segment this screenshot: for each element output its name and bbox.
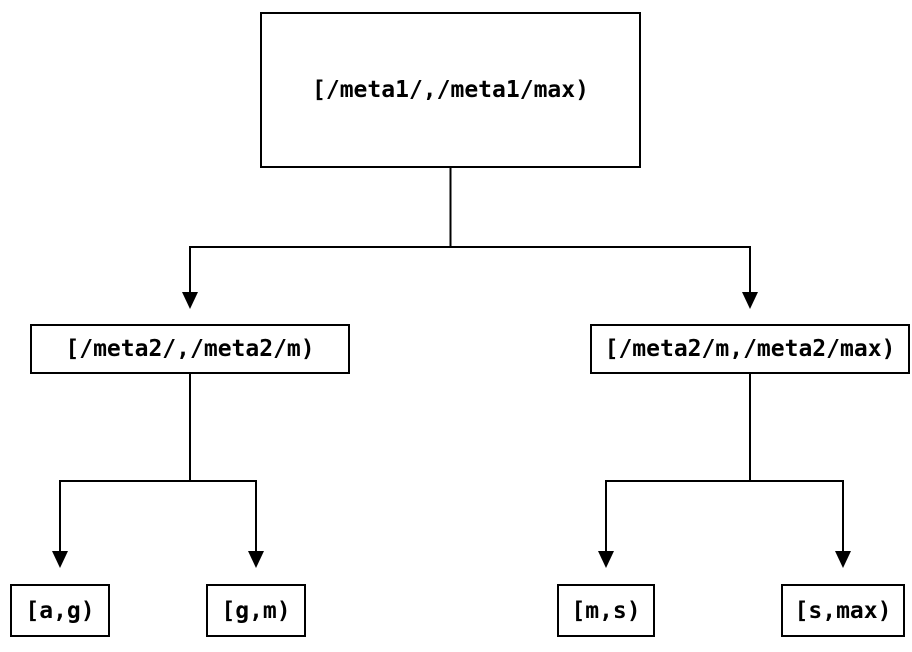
arrow-down-icon (835, 551, 851, 568)
tree-node-leaf-ms: [m,s) (557, 584, 655, 637)
tree-node-meta2-low: [/meta2/,/meta2/m) (30, 324, 350, 374)
arrow-down-icon (598, 551, 614, 568)
arrow-down-icon (248, 551, 264, 568)
node-label-meta2-high: [/meta2/m,/meta2/max) (604, 336, 896, 362)
tree-node-leaf-gm: [g,m) (206, 584, 306, 637)
node-label-leaf-smax: [s,max) (794, 597, 892, 624)
arrow-down-icon (52, 551, 68, 568)
tree-node-leaf-smax: [s,max) (781, 584, 905, 637)
tree-node-root: [/meta1/,/meta1/max) (260, 12, 641, 168)
node-label-root: [/meta1/,/meta1/max) (312, 77, 589, 103)
node-label-leaf-ms: [m,s) (571, 597, 641, 624)
tree-node-meta2-high: [/meta2/m,/meta2/max) (590, 324, 910, 374)
node-label-leaf-gm: [g,m) (221, 597, 291, 624)
arrow-down-icon (742, 292, 758, 309)
arrow-down-icon (182, 292, 198, 309)
tree-node-leaf-ag: [a,g) (10, 584, 110, 637)
node-label-meta2-low: [/meta2/,/meta2/m) (65, 336, 315, 362)
node-label-leaf-ag: [a,g) (25, 597, 95, 624)
